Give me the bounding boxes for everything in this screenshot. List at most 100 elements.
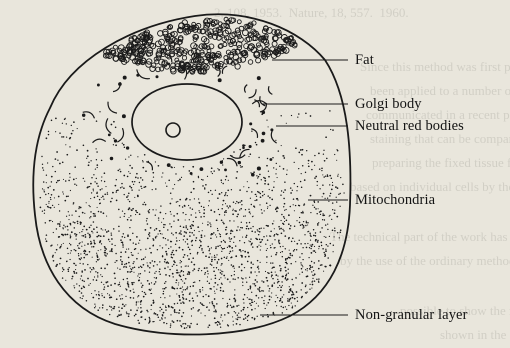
- mitochondrion-dot: [291, 241, 293, 243]
- mitochondrion-dot: [250, 288, 251, 289]
- mitochondrion-dot: [82, 295, 84, 297]
- mitochondrion-dot: [314, 207, 315, 208]
- mitochondrion-dot: [138, 301, 139, 302]
- mitochondrion-dot: [42, 188, 43, 189]
- mitochondrion-dot: [221, 270, 222, 271]
- mitochondrion-dot: [225, 193, 226, 194]
- mitochondrion-dot: [40, 197, 42, 199]
- mitochondrion-dot: [161, 222, 162, 223]
- mitochondrion-dot: [233, 209, 234, 210]
- mitochondrion-dot: [228, 260, 229, 261]
- mitochondrion-dot: [187, 325, 188, 326]
- mitochondrion-dot: [151, 282, 152, 283]
- mitochondrion-dot: [46, 137, 48, 139]
- mitochondrion-dot: [251, 309, 253, 311]
- mitochondrion-dot: [166, 307, 167, 308]
- mitochondrion-dot: [281, 281, 282, 282]
- mitochondrion-dot: [221, 182, 222, 183]
- mitochondrion-dot: [325, 175, 326, 176]
- mitochondrion-dot: [119, 284, 120, 285]
- mitochondrion-dot: [50, 207, 52, 209]
- mitochondrion-dot: [150, 227, 152, 229]
- mitochondrion-dot: [241, 222, 242, 223]
- mitochondrion-dot: [229, 241, 230, 242]
- mitochondrion-dot: [112, 192, 114, 194]
- mitochondrion-dot: [267, 183, 269, 185]
- mitochondrion-dot: [207, 276, 208, 277]
- mitochondrion-dot: [89, 217, 90, 218]
- mitochondrion-dot: [232, 278, 234, 280]
- mitochondrion-dot: [116, 191, 117, 192]
- mitochondrion-dot: [317, 181, 318, 182]
- mitochondrion-dot: [93, 189, 94, 190]
- mitochondrion-dot: [176, 293, 177, 294]
- mitochondrion-dot: [323, 252, 325, 254]
- mitochondrion-dot: [135, 177, 137, 179]
- mitochondrion-dot: [145, 293, 147, 295]
- mitochondrion-dot: [93, 240, 95, 242]
- mitochondrion-dot: [331, 189, 333, 191]
- mitochondrion-dot: [128, 286, 129, 287]
- mitochondrion-dot: [240, 208, 242, 210]
- mitochondrion-dot: [121, 307, 123, 309]
- mitochondrion-dot: [59, 163, 61, 165]
- mitochondrion-dot: [294, 249, 295, 250]
- mitochondrion-dot: [121, 263, 123, 265]
- mitochondrion-dot: [78, 255, 79, 256]
- mitochondrion-dot: [73, 271, 75, 273]
- mitochondrion-dot: [175, 282, 176, 283]
- mitochondrion-dot: [74, 249, 75, 250]
- mitochondrion-dot: [264, 194, 265, 195]
- mitochondrion-dot: [51, 244, 52, 245]
- mitochondrion-dot: [171, 254, 173, 256]
- mitochondrion-dot: [262, 316, 264, 318]
- mitochondrion-dot: [125, 159, 126, 160]
- mitochondrion-dot: [189, 219, 190, 220]
- mitochondrion-dot: [67, 226, 69, 228]
- mitochondrion-dot: [240, 227, 241, 228]
- mitochondrion-dot: [109, 251, 110, 252]
- mitochondrion-dot: [136, 173, 138, 175]
- mitochondrion-dot: [284, 267, 286, 269]
- mitochondrion-dot: [164, 283, 165, 284]
- mitochondrion-dot: [119, 269, 120, 270]
- mitochondrion-dot: [252, 283, 253, 284]
- mitochondrion-dot: [336, 216, 338, 218]
- mitochondrion-dot: [295, 261, 296, 262]
- mitochondrion-dot: [173, 321, 175, 323]
- mitochondrion-dot: [103, 284, 104, 285]
- mitochondrion-dot: [329, 175, 331, 177]
- mitochondrion-dot: [170, 314, 171, 315]
- fat-label: Fat: [355, 52, 374, 68]
- mitochondrion-dot: [138, 267, 140, 269]
- mitochondrion-dot: [185, 214, 186, 215]
- mitochondrion-dot: [213, 311, 214, 312]
- mitochondrion-dot: [301, 268, 303, 270]
- mitochondrion-dot: [251, 230, 253, 232]
- mitochondrion-dot: [203, 212, 205, 214]
- mitochondrion-dot: [92, 232, 93, 233]
- mitochondrion-dot: [141, 188, 142, 189]
- mitochondrion-dot: [310, 115, 312, 117]
- mitochondrion-dot: [88, 162, 89, 163]
- mitochondrion-dot: [187, 239, 189, 241]
- mitochondrion-dot: [41, 156, 42, 157]
- mitochondrion-dot: [274, 228, 275, 229]
- mitochondrion-dot: [130, 290, 132, 292]
- mitochondrion-dot: [234, 210, 235, 211]
- mitochondrion-dot: [291, 294, 293, 296]
- mitochondrion-dot: [337, 175, 338, 176]
- mitochondrion-dot: [271, 297, 272, 298]
- mitochondrion-dot: [227, 324, 228, 325]
- mitochondrion-dot: [82, 229, 83, 230]
- mitochondrion-dot: [280, 286, 282, 288]
- mitochondrion-dot: [240, 165, 241, 166]
- mitochondrion-dot: [304, 203, 305, 204]
- mitochondrion-dot: [93, 174, 94, 175]
- mitochondrion-dot: [316, 213, 317, 214]
- mitochondrion-dot: [154, 261, 156, 263]
- mitochondrion-dot: [311, 245, 313, 247]
- mitochondrion-dot: [285, 277, 286, 278]
- mitochondrion-dot: [87, 186, 89, 188]
- mitochondrion-dot: [107, 193, 108, 194]
